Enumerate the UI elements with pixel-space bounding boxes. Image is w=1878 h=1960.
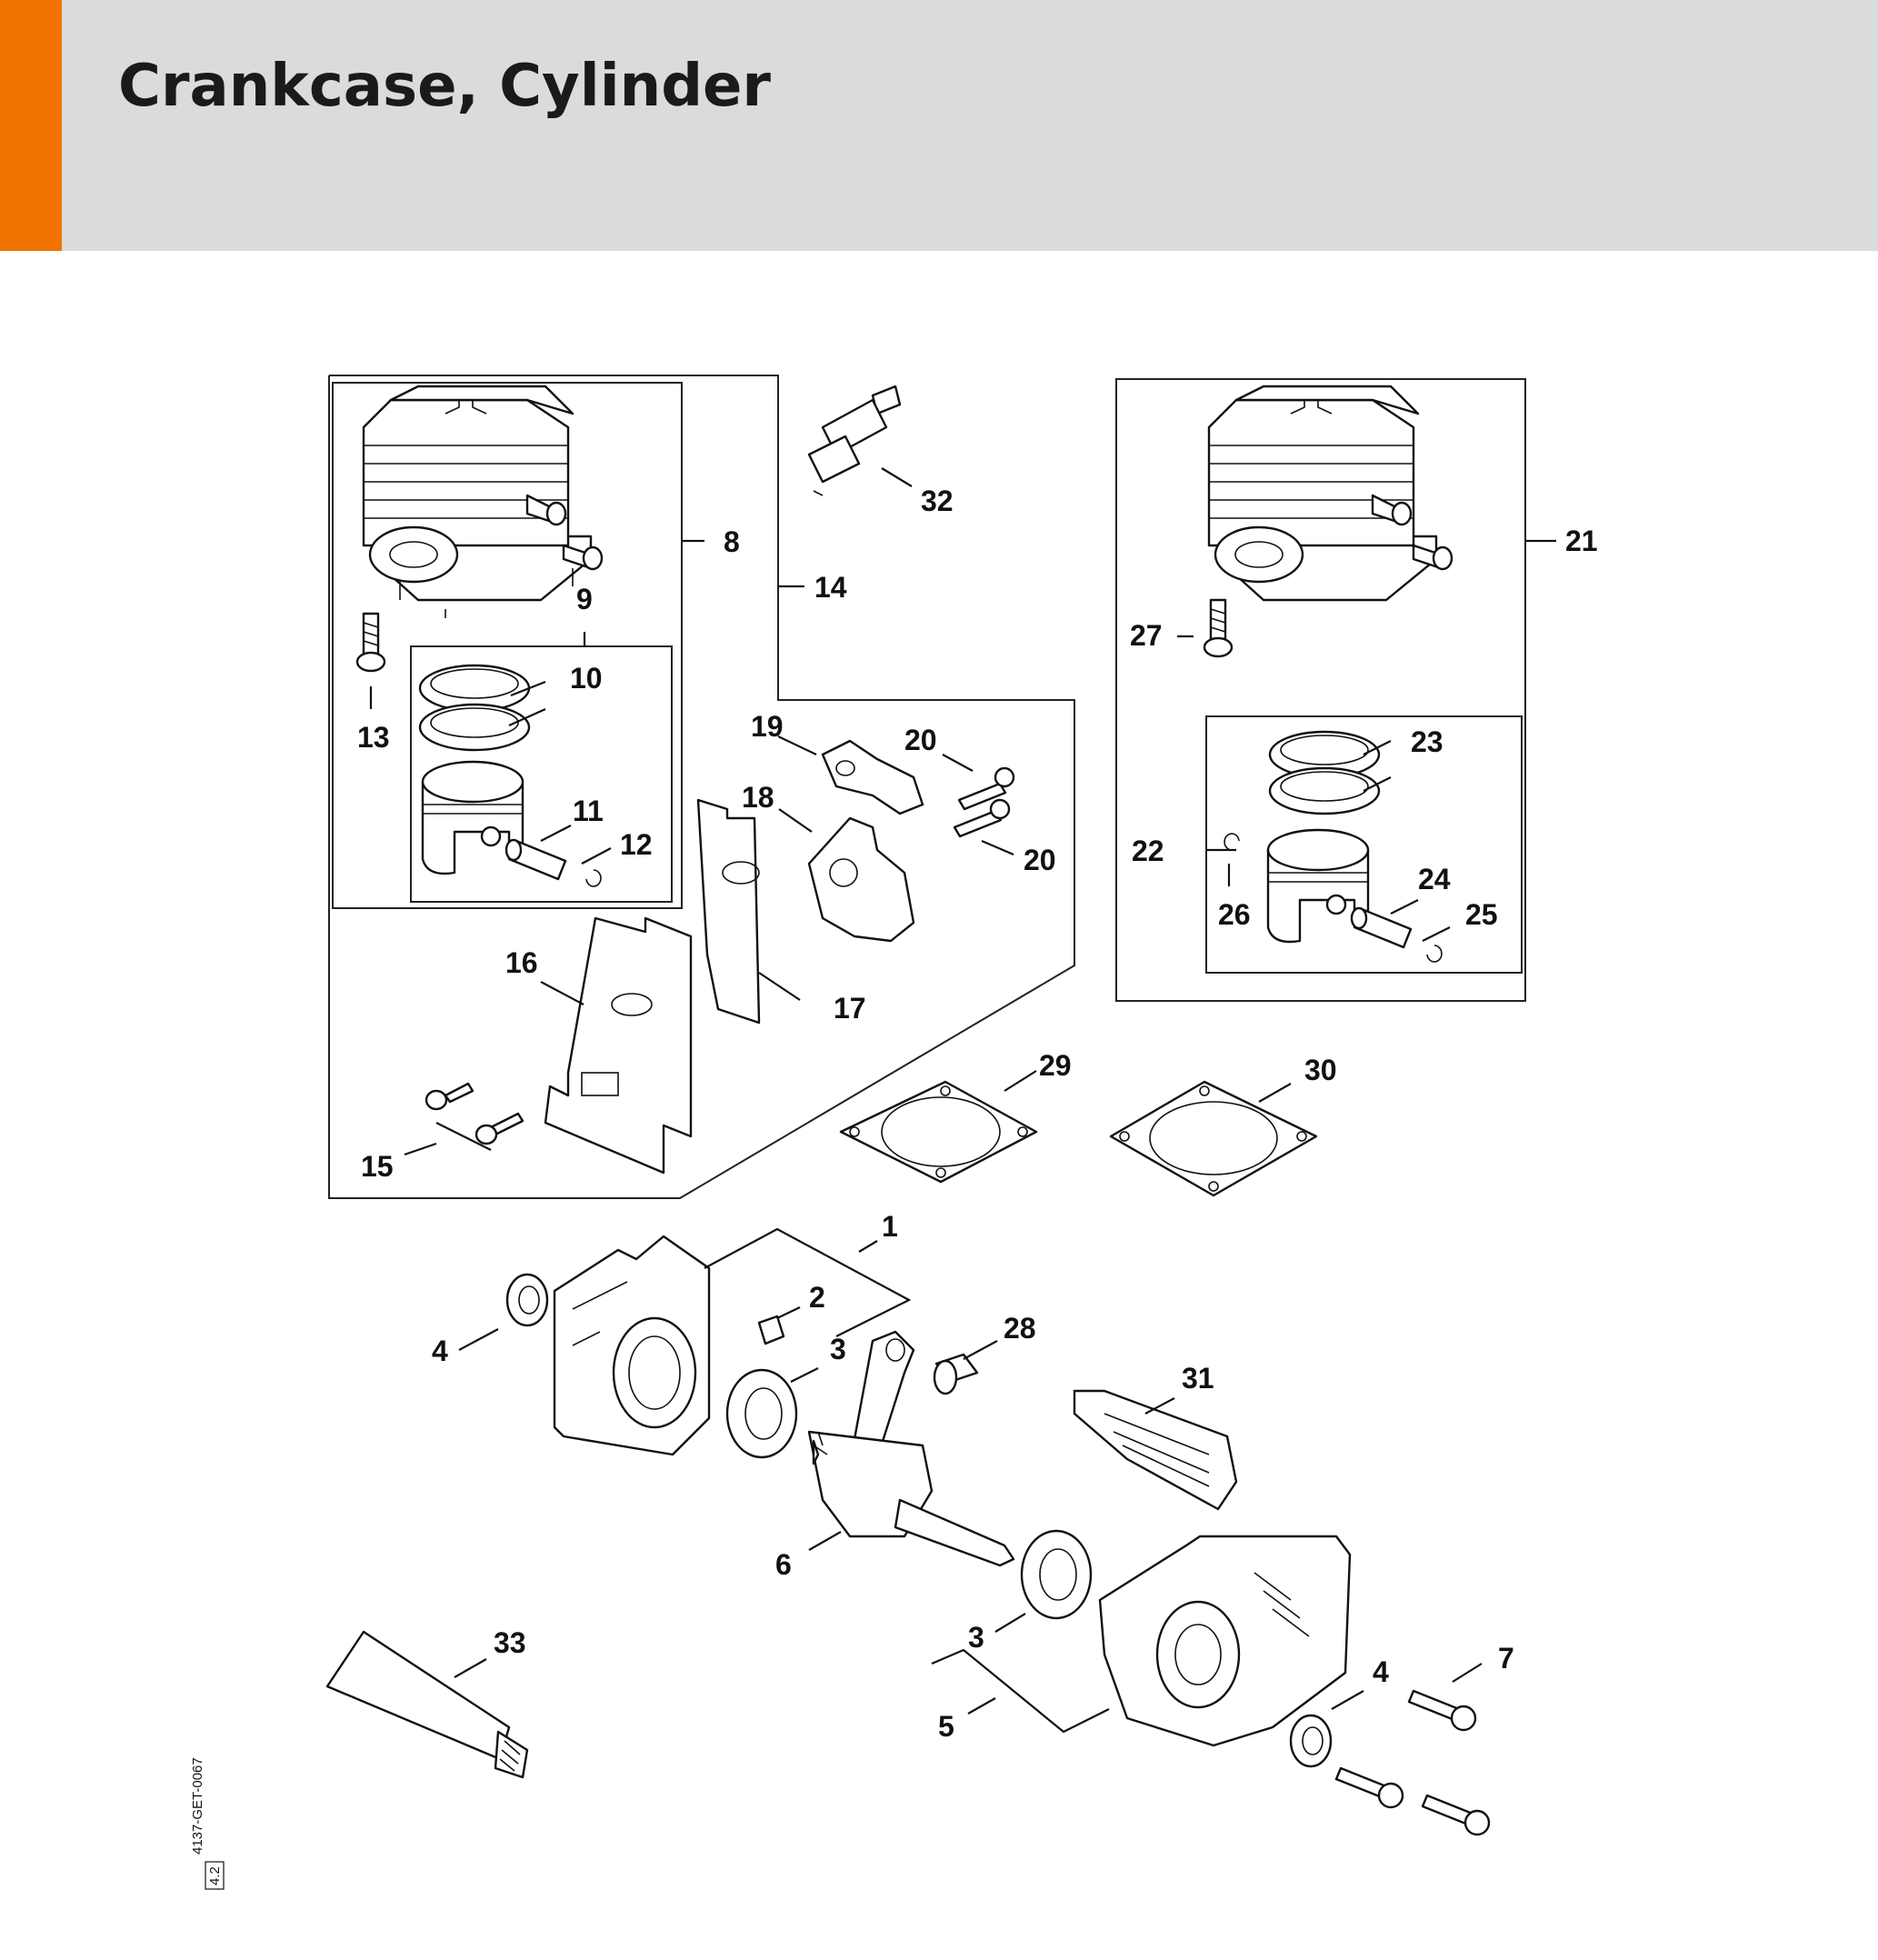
callout-1: 1: [882, 1210, 898, 1243]
callout-25: 25: [1465, 898, 1498, 931]
callout-12: 12: [620, 828, 653, 861]
crankcase-left: [505, 1235, 711, 1456]
frame-group-14: [328, 375, 1075, 1199]
callout-14: 14: [814, 571, 847, 604]
dowel-2: [757, 1315, 785, 1345]
callout-27: 27: [1130, 619, 1163, 652]
frame-group-9: [410, 645, 673, 903]
callout-3-lower: 3: [968, 1621, 984, 1654]
gasket-17: [696, 798, 761, 1025]
screws-7: [1334, 1689, 1491, 1836]
piston-set-right: [1224, 730, 1443, 963]
callout-30: 30: [1304, 1054, 1337, 1086]
callout-3-upper: 3: [830, 1333, 846, 1365]
callout-24: 24: [1418, 863, 1451, 895]
callout-28: 28: [1004, 1312, 1036, 1345]
callout-2: 2: [809, 1281, 825, 1314]
callout-13: 13: [357, 721, 390, 754]
piston-set-left: [418, 664, 602, 887]
callout-5: 5: [938, 1710, 954, 1743]
cylinder-right: [1207, 385, 1453, 602]
screw-27: [1203, 598, 1234, 658]
accent-stripe: [0, 0, 62, 251]
reference-code: 4137-GET-0067: [190, 1757, 205, 1855]
sensor-19: [821, 739, 924, 815]
needle-cage-28: [933, 1353, 979, 1395]
callout-26: 26: [1218, 898, 1251, 931]
screw-13: [355, 612, 386, 673]
intake-18: [807, 816, 915, 943]
callout-29: 29: [1039, 1049, 1072, 1082]
grease-tube-33: [325, 1630, 529, 1779]
frame-group-22: [1205, 715, 1523, 974]
gasket-30: [1109, 1080, 1318, 1197]
callout-20-lower: 20: [1024, 844, 1056, 876]
crankcase-right: [1098, 1535, 1352, 1768]
reference-revision: 4.2: [207, 1866, 223, 1885]
callout-32: 32: [921, 485, 954, 517]
gasket-29: [839, 1080, 1038, 1184]
header-bar: Crankcase, Cylinder: [0, 0, 1878, 251]
bearing-3-lower: [1020, 1529, 1093, 1620]
assembly-frames: [328, 375, 1526, 1199]
drawing-reference: 4137-GET-0067 4.2: [190, 1757, 225, 1890]
callout-33: 33: [494, 1626, 526, 1659]
callout-21: 21: [1565, 525, 1598, 557]
bearing-3-upper: [725, 1368, 798, 1459]
callout-numbers: 1 2 3 3 4 4 5 6 7 8 9 10 11 12 13 14 15 …: [357, 485, 1598, 1743]
callout-18: 18: [742, 781, 774, 814]
callout-9: 9: [576, 583, 593, 615]
crankshaft-6: [807, 1330, 1015, 1567]
callout-23: 23: [1411, 725, 1443, 758]
leader-lines: [369, 467, 1556, 1734]
page-title: Crankcase, Cylinder: [118, 53, 771, 120]
callout-10: 10: [570, 662, 603, 695]
callout-6: 6: [775, 1548, 792, 1581]
frame-group-21: [1115, 378, 1526, 1002]
callout-20-upper: 20: [904, 724, 937, 756]
cylinder-left: [362, 385, 604, 618]
baffle-31: [1073, 1389, 1238, 1511]
screws-20: [953, 766, 1015, 838]
callout-7: 7: [1498, 1642, 1514, 1675]
callout-16: 16: [505, 946, 538, 979]
callout-22: 22: [1132, 835, 1164, 867]
gasket-16-plate: [544, 916, 693, 1175]
callout-17: 17: [834, 992, 866, 1025]
screws-15: [425, 1082, 524, 1145]
callout-8: 8: [724, 525, 740, 558]
callout-4-left: 4: [432, 1335, 448, 1367]
spark-plug: [807, 385, 902, 496]
frame-group-8: [332, 382, 683, 909]
callout-11: 11: [573, 795, 604, 827]
callout-15: 15: [361, 1150, 394, 1183]
revision-box: [205, 1861, 225, 1890]
callout-4-right: 4: [1373, 1655, 1389, 1688]
callout-19: 19: [751, 710, 784, 743]
callout-31: 31: [1182, 1362, 1214, 1395]
